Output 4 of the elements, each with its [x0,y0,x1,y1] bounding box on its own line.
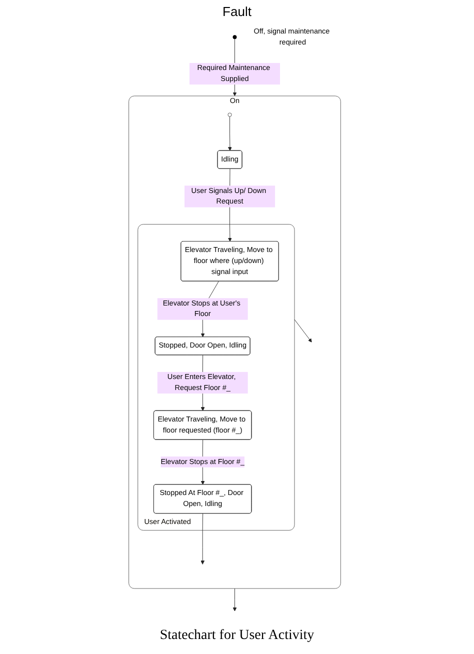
note-label: Fault [222,4,252,19]
node-circle [228,112,232,117]
node-circle [232,35,237,40]
caption: Statechart for User Activity [160,628,314,644]
